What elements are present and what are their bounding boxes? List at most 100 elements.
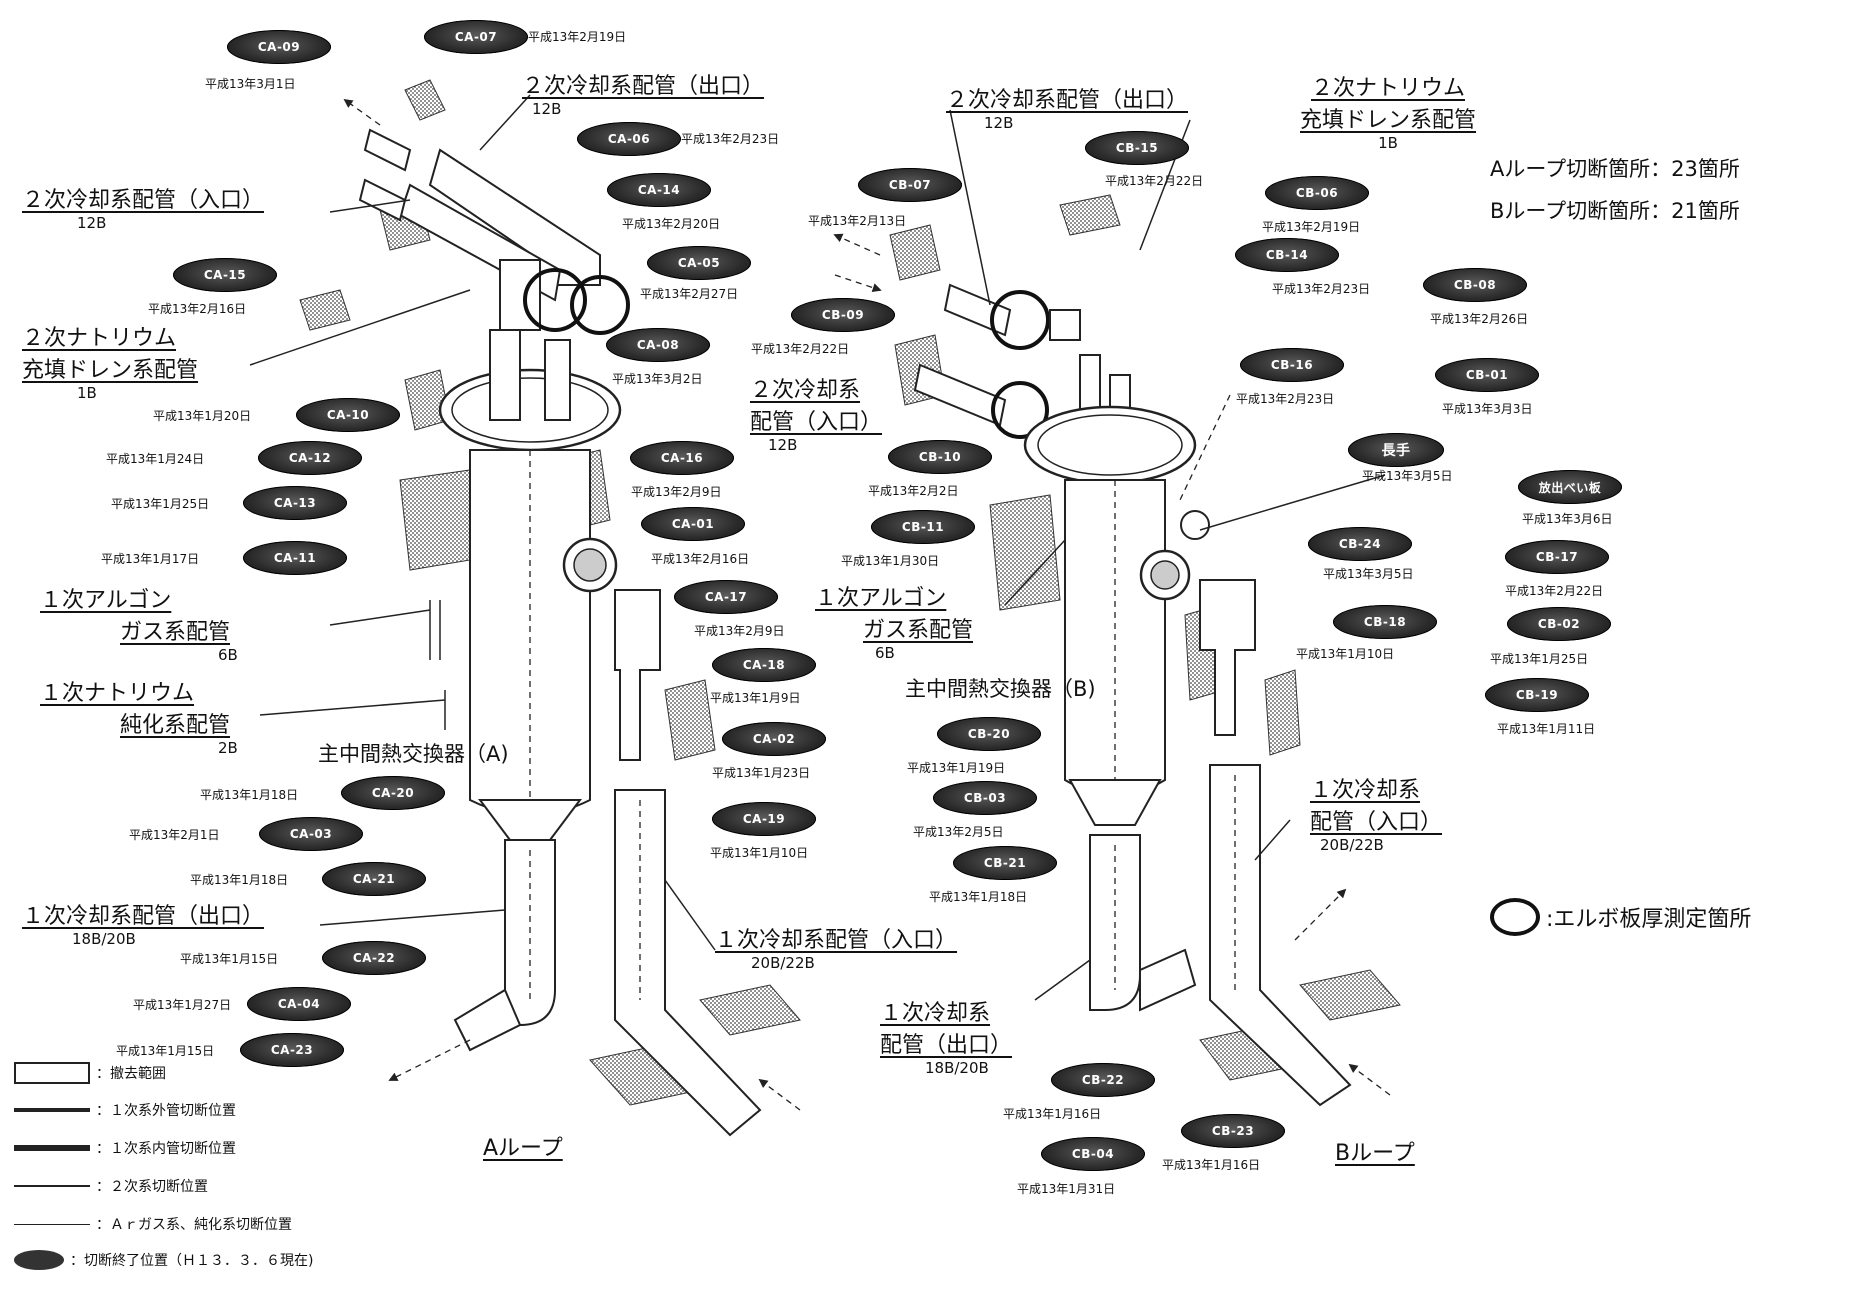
label-text: ２次冷却系配管（入口） — [22, 188, 265, 213]
elbow-thickness-marker — [523, 268, 587, 332]
a-hx-tube — [544, 339, 571, 421]
cut-date: 平成13年2月13日 — [808, 214, 907, 228]
label-text: ２次冷却系配管（出口） — [522, 74, 765, 99]
legend-removal: ：撤去範囲 — [14, 1062, 166, 1084]
label-b-pri-in: １次冷却系 配管（入口） 20B/22B — [1310, 772, 1442, 854]
a-leader — [259, 699, 446, 716]
b-leader — [1199, 474, 1386, 531]
flow-arrow — [834, 274, 882, 293]
b-hx-flange — [1023, 405, 1197, 485]
cut-tag: CA-20 — [341, 776, 445, 810]
legend-pri-outer: ：１次系外管切断位置 — [14, 1100, 236, 1120]
cut-tag: CB-02 — [1507, 607, 1611, 641]
legend-ar: ：Ａｒガス系、純化系切断位置 — [14, 1214, 292, 1234]
pipe-size: 12B — [532, 100, 562, 118]
legend-text: ：１次系内管切断位置 — [96, 1141, 236, 1157]
a-primary-inlet-lower — [614, 789, 762, 1137]
a-leader — [329, 199, 411, 213]
elbow-legend-text: :エルボ板厚測定箇所 — [1546, 907, 1752, 932]
label-text: １次冷却系配管（入口） — [715, 928, 958, 953]
b-leader — [949, 109, 991, 306]
legend: ：撤去範囲 ：１次系外管切断位置 ：１次系内管切断位置 ：２次系切断位置 ：Ａｒ… — [14, 1062, 414, 1287]
pipe-size: 20B/22B — [1320, 836, 1384, 854]
cut-date: 平成13年1月16日 — [1162, 1158, 1261, 1172]
a-hx-cone — [478, 799, 582, 841]
wall-hatch — [299, 289, 351, 331]
cut-date: 平成13年1月11日 — [1497, 722, 1596, 736]
label-b-pri-out: １次冷却系 配管（出口） 18B/20B — [880, 995, 1012, 1077]
wall-hatch — [404, 79, 446, 121]
cut-tag: CB-07 — [858, 168, 962, 202]
a-stub-pipe — [358, 178, 407, 222]
cut-tag: CA-07 — [424, 20, 528, 54]
pipe-size: 6B — [875, 644, 895, 662]
cut-tag: 放出べい板 — [1518, 470, 1622, 504]
cut-tag: CB-20 — [937, 717, 1041, 751]
label-b-ar: １次アルゴン ガス系配管 6B — [815, 580, 973, 662]
cut-tag: CA-06 — [577, 122, 681, 156]
cut-date: 平成13年1月18日 — [200, 788, 299, 802]
label-text: 配管（入口） — [750, 410, 883, 435]
cut-tag: CA-12 — [258, 441, 362, 475]
b-leader — [1004, 539, 1066, 606]
cut-tag: CA-01 — [641, 507, 745, 541]
flow-arrow — [343, 98, 381, 126]
label-text: 配管（入口） — [1310, 810, 1443, 835]
pipe-size: 12B — [768, 436, 798, 454]
cut-date: 平成13年1月16日 — [1003, 1107, 1102, 1121]
cut-date: 平成13年2月1日 — [129, 828, 220, 842]
flow-arrow — [388, 1039, 471, 1081]
label-text: 充填ドレン系配管 — [1300, 108, 1477, 133]
thin-line-icon — [14, 1223, 90, 1225]
b-hx-cone — [1068, 779, 1162, 826]
cut-tag: CA-16 — [630, 441, 734, 475]
legend-text: ：２次系切断位置 — [96, 1179, 208, 1195]
a-secondary-vertical — [499, 259, 541, 331]
cut-date: 平成13年3月3日 — [1442, 402, 1533, 416]
cut-date: 平成13年1月9日 — [710, 691, 801, 705]
pipe-size: 18B/20B — [925, 1059, 989, 1077]
b-hx-flange-inner — [1037, 414, 1183, 476]
cut-tag: CB-08 — [1423, 268, 1527, 302]
label-a-sec-out: ２次冷却系配管（出口） 12B — [522, 68, 764, 118]
cut-date: 平成13年2月16日 — [651, 552, 750, 566]
pipe-size: 18B/20B — [72, 930, 136, 948]
cut-tag: CA-04 — [247, 987, 351, 1021]
b-primary-outlet-elbow — [1139, 948, 1197, 1012]
cut-date: 平成13年2月22日 — [751, 342, 850, 356]
thick-line-icon — [14, 1108, 90, 1112]
cut-tag: CA-17 — [674, 580, 778, 614]
b-secondary-outlet-pipe — [943, 283, 1012, 337]
done-tag-icon — [14, 1250, 64, 1270]
cut-date: 平成13年1月19日 — [907, 761, 1006, 775]
legend-text: ：Ａｒガス系、純化系切断位置 — [96, 1217, 292, 1233]
a-leader — [329, 609, 431, 626]
cut-tag: CB-03 — [933, 781, 1037, 815]
wall-hatch — [699, 984, 801, 1036]
cut-tag: CA-19 — [712, 802, 816, 836]
cut-tag: CB-04 — [1041, 1137, 1145, 1171]
elbow-circle-icon — [1490, 898, 1540, 936]
legend-secondary: ：２次系切断位置 — [14, 1176, 208, 1196]
cut-tag: CA-09 — [227, 30, 331, 64]
a-hx-nozzle-inner — [573, 548, 607, 582]
label-text: １次ナトリウム — [40, 681, 195, 706]
cut-date: 平成13年3月5日 — [1362, 469, 1453, 483]
cut-date: 平成13年2月19日 — [1262, 220, 1361, 234]
removal-box-icon — [14, 1062, 90, 1084]
cut-tag: CA-13 — [243, 486, 347, 520]
cut-date: 平成13年2月22日 — [1505, 584, 1604, 598]
cut-date: 平成13年1月18日 — [929, 890, 1028, 904]
elbow-thickness-marker — [570, 275, 630, 335]
elbow-thickness-marker — [990, 290, 1050, 350]
cut-tag: CB-18 — [1333, 605, 1437, 639]
cut-tag: CB-10 — [888, 440, 992, 474]
label-text: ガス系配管 — [120, 620, 231, 645]
label-b-sec-na: ２次ナトリウム 充填ドレン系配管 1B — [1300, 70, 1476, 152]
b-leader — [1254, 819, 1291, 861]
legend-text: ：１次系外管切断位置 — [96, 1103, 236, 1119]
cut-tag: CA-03 — [259, 817, 363, 851]
label-text: ２次冷却系配管（出口） — [946, 88, 1189, 113]
heavy-line-icon — [14, 1145, 90, 1151]
cut-date: 平成13年3月1日 — [205, 77, 296, 91]
